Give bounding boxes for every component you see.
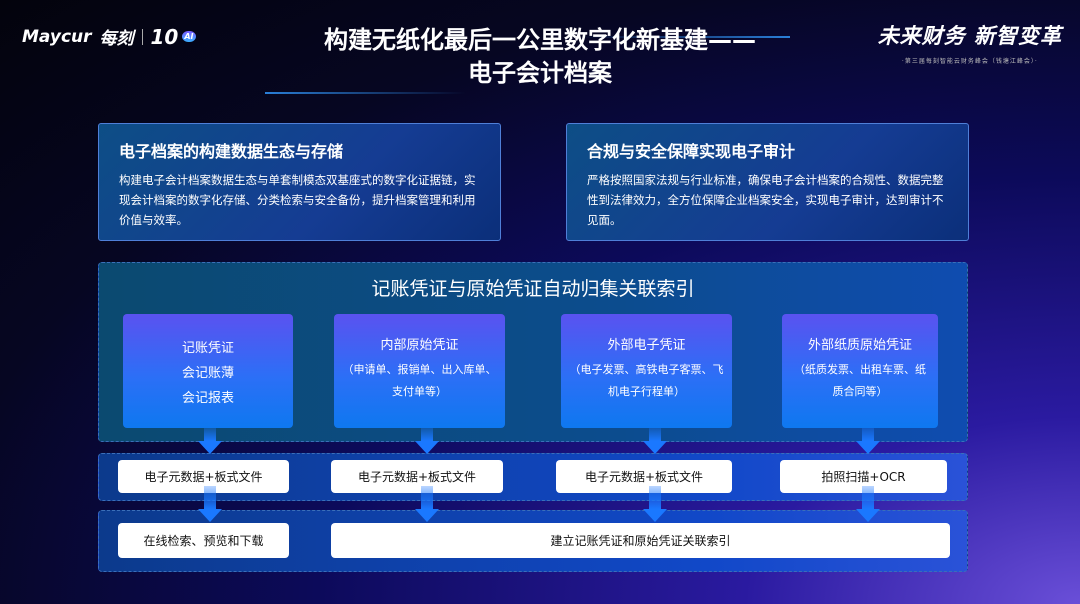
page-title: 构建无纸化最后一公里数字化新基建—— 电子会计档案 bbox=[240, 24, 840, 90]
slogan: 未来财务 新智变革 bbox=[877, 24, 1062, 48]
card-storage: 电子档案的构建数据生态与存储 构建电子会计档案数据生态与单套制模态双基座式的数字… bbox=[98, 123, 501, 241]
source-desc: （申请单、报销单、出入库单、支付单等） bbox=[342, 363, 497, 398]
maycur-logo: Maycur 每刻 10 AI bbox=[22, 24, 196, 49]
source-line: 记账凭证 bbox=[181, 341, 234, 356]
title-line-2: 电子会计档案 bbox=[468, 59, 612, 87]
source-title: 外部电子凭证 bbox=[607, 338, 686, 353]
card-body: 严格按照国家法规与行业标准，确保电子会计档案的合规性、数据完整性到法律效力，全方… bbox=[587, 173, 944, 227]
source-line: 会记报表 bbox=[181, 391, 234, 406]
divider bbox=[141, 28, 143, 45]
source-external-paper: 外部纸质原始凭证 （纸质发票、出租车票、纸质合同等） bbox=[782, 314, 938, 428]
decor-line bbox=[265, 92, 465, 94]
source-title: 内部原始凭证 bbox=[380, 338, 459, 353]
card-body: 构建电子会计档案数据生态与单套制模态双基座式的数字化证据链，实现会计档案的数字化… bbox=[119, 173, 476, 227]
arrow-down-icon bbox=[415, 428, 439, 454]
source-internal: 内部原始凭证 （申请单、报销单、出入库单、支付单等） bbox=[334, 314, 505, 428]
source-desc: （纸质发票、出租车票、纸质合同等） bbox=[794, 363, 926, 398]
format-box: 电子元数据+板式文件 bbox=[118, 460, 289, 493]
format-box: 电子元数据+板式文件 bbox=[331, 460, 503, 493]
source-accounting-vouchers: 记账凭证 会记账薄 会记报表 bbox=[123, 314, 293, 428]
source-desc: （电子发票、高铁电子客票、飞机电子行程单） bbox=[569, 363, 724, 398]
ai-badge: AI bbox=[182, 31, 196, 42]
event-branding: 未来财务 新智变革 ·第三届每刻智能云财务峰会（钱塘江峰会）· bbox=[878, 20, 1062, 65]
output-box: 建立记账凭证和原始凭证关联索引 bbox=[331, 523, 950, 558]
arrow-down-icon bbox=[856, 486, 880, 522]
card-compliance: 合规与安全保障实现电子审计 严格按照国家法规与行业标准，确保电子会计档案的合规性… bbox=[566, 123, 969, 241]
arrow-down-icon bbox=[198, 486, 222, 522]
decor-line bbox=[580, 36, 790, 38]
card-title: 电子档案的构建数据生态与存储 bbox=[119, 142, 344, 161]
arrow-down-icon bbox=[856, 428, 880, 454]
source-line: 会记账薄 bbox=[181, 366, 234, 381]
output-box: 在线检索、预览和下载 bbox=[118, 523, 289, 558]
diagram-title: 记账凭证与原始凭证自动归集关联索引 bbox=[371, 278, 695, 300]
arrow-down-icon bbox=[643, 428, 667, 454]
card-title: 合规与安全保障实现电子审计 bbox=[587, 142, 796, 161]
brand-name-cn: 每刻 bbox=[99, 29, 134, 49]
anniversary-mark: 10 bbox=[150, 24, 179, 49]
format-box: 电子元数据+板式文件 bbox=[556, 460, 732, 493]
arrow-down-icon bbox=[643, 486, 667, 522]
title-line-1: 构建无纸化最后一公里数字化新基建—— bbox=[324, 26, 756, 54]
event-name: ·第三届每刻智能云财务峰会（钱塘江峰会）· bbox=[901, 58, 1038, 65]
source-external-electronic: 外部电子凭证 （电子发票、高铁电子客票、飞机电子行程单） bbox=[561, 314, 732, 428]
brand-name: Maycur bbox=[22, 26, 92, 47]
source-title: 外部纸质原始凭证 bbox=[807, 338, 912, 353]
arrow-down-icon bbox=[415, 486, 439, 522]
arrow-down-icon bbox=[198, 428, 222, 454]
